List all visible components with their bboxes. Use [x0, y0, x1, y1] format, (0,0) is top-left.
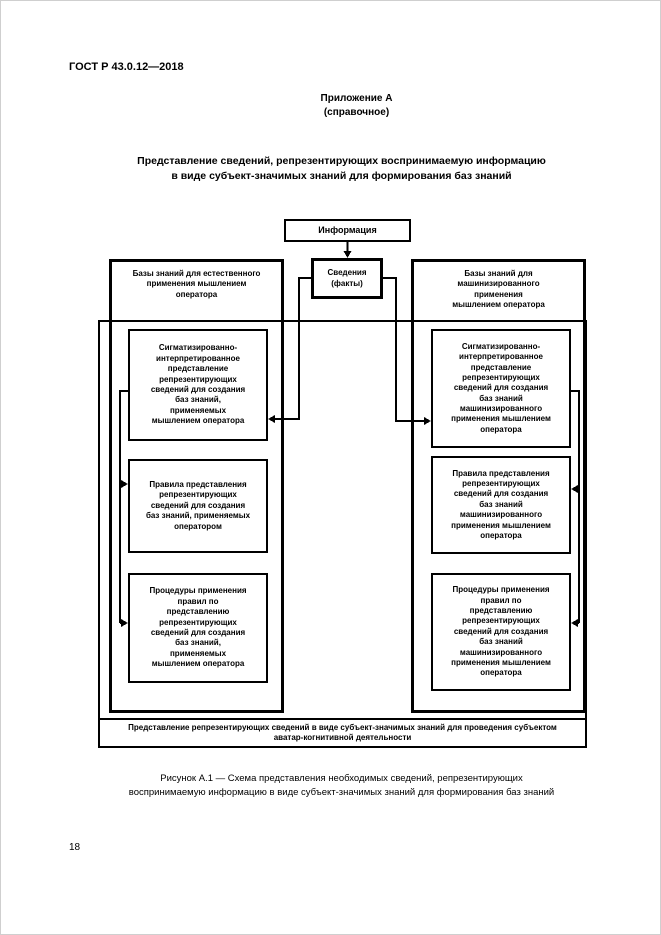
- left-box-procedures: Процедуры применения правил по представл…: [128, 573, 268, 683]
- standard-code: ГОСТ Р 43.0.12—2018: [69, 61, 184, 73]
- right-column-container: Базы знаний для машинизированного примен…: [411, 259, 586, 713]
- information-box: Информация: [284, 219, 411, 242]
- right-box-procedures: Процедуры применения правил по представл…: [431, 573, 571, 691]
- left-column-container: Базы знаний для естественного применения…: [109, 259, 284, 713]
- bottom-summary-bar: Представление репрезентирующих сведений …: [98, 718, 587, 748]
- left-column-header: Базы знаний для естественного применения…: [132, 269, 261, 299]
- page-number: 18: [69, 842, 81, 853]
- arrow-down-icon: [343, 251, 352, 258]
- right-box-rules: Правила представления репрезентирующих с…: [431, 456, 571, 554]
- right-box-representation: Сигматизированно- интерпретированное пре…: [431, 329, 571, 448]
- figure-a1-diagram: Информация Сведения (факты) Базы знаний …: [1, 211, 660, 771]
- facts-box: Сведения (факты): [311, 258, 383, 299]
- appendix-heading: Приложение А (справочное): [320, 93, 393, 118]
- right-column-header: Базы знаний для машинизированного примен…: [452, 269, 545, 310]
- page-title: Представление сведений, репрезентирующих…: [137, 155, 546, 183]
- left-box-rules: Правила представления репрезентирующих с…: [128, 459, 268, 553]
- left-box-representation: Сигматизированно- интерпретированное пре…: [128, 329, 268, 441]
- figure-caption: Рисунок А.1 — Схема представления необхо…: [128, 773, 555, 799]
